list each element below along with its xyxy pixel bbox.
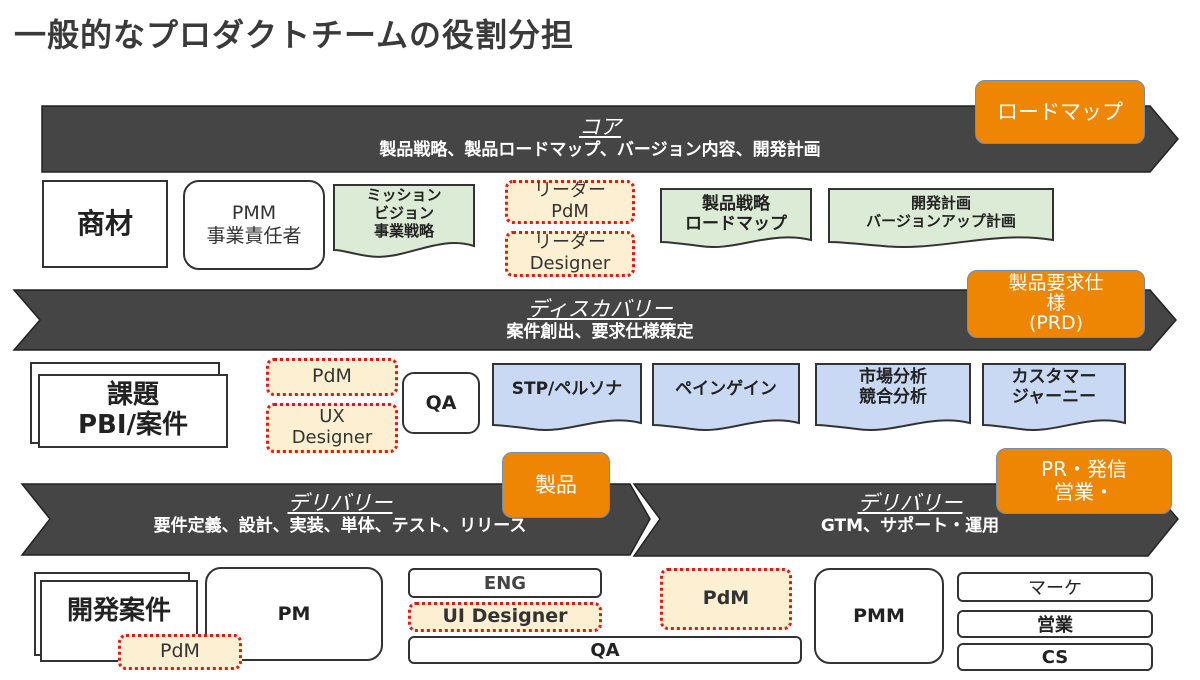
doc-line: 市場分析: [859, 367, 927, 387]
gtm-role-sales: 営業: [957, 610, 1153, 638]
document-shape: [982, 363, 1126, 431]
doc-line: ミッション: [366, 186, 442, 204]
delivery-gtm-band-label: デリバリー GTM、サポート・運用: [740, 490, 1080, 538]
discovery-band-label: ディスカバリー 案件創出、要求仕様策定: [300, 296, 900, 344]
gtm-role-marketing: マーケ: [957, 572, 1153, 602]
doc-line: 競合分析: [859, 387, 927, 408]
discovery-doc-pain-gain: ペインゲイン: [652, 363, 800, 433]
core-doc-strategy-roadmap: 製品戦略 ロードマップ: [660, 188, 812, 250]
delivery-dev-band-label: デリバリー 要件定義、設計、実装、単体、テスト、リリース: [100, 490, 580, 538]
discovery-band: [12, 289, 1177, 351]
doc-line: ペインゲイン: [675, 379, 777, 399]
delivery-role-eng: ENG: [408, 568, 602, 598]
ux-line1: UX: [319, 406, 345, 428]
doc-line: STP/ペルソナ: [511, 379, 623, 399]
delivery-dev-band: [20, 483, 651, 556]
ux-line2: Designer: [291, 427, 373, 448]
leader-designer-line2: Designer: [529, 253, 611, 274]
delivery-gtm-subtitle: GTM、サポート・運用: [820, 516, 1000, 537]
discovery-artifact-pbi: 課題 PBI/案件: [38, 374, 228, 448]
document-shape: [492, 363, 642, 431]
delivery-role-pdm: PdM: [118, 634, 242, 670]
core-role-pmm: PMM 事業責任者: [183, 180, 325, 270]
core-band: [41, 105, 1179, 173]
delivery-milestone-pr-sales: PR・発信 営業・: [996, 448, 1172, 514]
delivery-role-qa: QA: [408, 636, 802, 664]
doc-line: バージョンアップ計画: [866, 212, 1016, 230]
pmm-sub-label: 事業責任者: [206, 225, 302, 247]
core-subtitle: 製品戦略、製品ロードマップ、バージョン内容、開発計画: [379, 140, 821, 161]
discovery-milestone-prd: 製品要求仕 様 (PRD): [967, 270, 1145, 338]
core-role-leader-pdm: リーダー PdM: [505, 180, 635, 224]
doc-line: 開発計画: [910, 194, 971, 212]
core-heading: コア: [579, 115, 621, 139]
doc-line: ビジョン: [373, 204, 434, 222]
gtm-role-pdm: PdM: [660, 568, 792, 630]
core-doc-mission: ミッション ビジョン 事業戦略: [333, 184, 475, 262]
delivery-milestone-product: 製品: [502, 452, 610, 518]
discovery-doc-stp: STP/ペルソナ: [492, 363, 642, 433]
document-shape: [815, 363, 971, 431]
prd-line: 様: [1046, 292, 1066, 315]
discovery-heading: ディスカバリー: [527, 297, 673, 321]
page-title: 一般的なプロダクトチームの役割分担: [14, 16, 575, 54]
leader-pdm-line1: リーダー: [534, 180, 606, 202]
delivery-dev-heading: デリバリー: [287, 491, 393, 515]
artifact-line1: 課題: [106, 380, 159, 411]
discovery-subtitle: 案件創出、要求仕様策定: [506, 322, 694, 343]
document-shape: [652, 363, 800, 431]
document-shape: [660, 188, 812, 248]
leader-designer-line1: リーダー: [534, 232, 606, 254]
pmm-label: PMM: [231, 202, 277, 225]
pr-line: PR・発信: [1041, 457, 1127, 481]
artifact-line2: PBI/案件: [77, 410, 189, 440]
doc-line: カスタマー: [1011, 367, 1097, 387]
pr-line: 営業・: [1054, 480, 1114, 504]
leader-pdm-line2: PdM: [551, 201, 589, 222]
delivery-dev-subtitle: 要件定義、設計、実装、単体、テスト、リリース: [153, 516, 527, 537]
gtm-role-pmm: PMM: [814, 568, 944, 664]
core-artifact-shozai: 商材: [42, 180, 168, 268]
discovery-doc-market: 市場分析 競合分析: [815, 363, 971, 433]
discovery-doc-journey: カスタマー ジャーニー: [982, 363, 1126, 433]
doc-line: ロードマップ: [685, 214, 787, 235]
document-shape: [333, 184, 475, 258]
prd-line: (PRD): [1028, 311, 1084, 334]
discovery-role-pdm: PdM: [266, 358, 398, 396]
delivery-gtm-heading: デリバリー: [857, 491, 963, 515]
document-shape: [828, 188, 1054, 249]
doc-line: 製品戦略: [702, 194, 770, 214]
core-doc-dev-plan: 開発計画 バージョンアップ計画: [828, 188, 1054, 250]
discovery-role-ux-designer: UX Designer: [266, 403, 398, 453]
gtm-role-cs: CS: [957, 643, 1153, 671]
doc-line: ジャーニー: [1011, 387, 1097, 408]
doc-line: 事業戦略: [373, 222, 434, 240]
core-band-label: コア 製品戦略、製品ロードマップ、バージョン内容、開発計画: [300, 114, 900, 162]
delivery-role-ui-designer: UI Designer: [408, 602, 602, 632]
discovery-role-qa: QA: [402, 372, 480, 434]
core-milestone-roadmap: ロードマップ: [975, 80, 1145, 144]
core-role-leader-designer: リーダー Designer: [505, 231, 635, 277]
prd-line: 製品要求仕: [1008, 272, 1104, 295]
